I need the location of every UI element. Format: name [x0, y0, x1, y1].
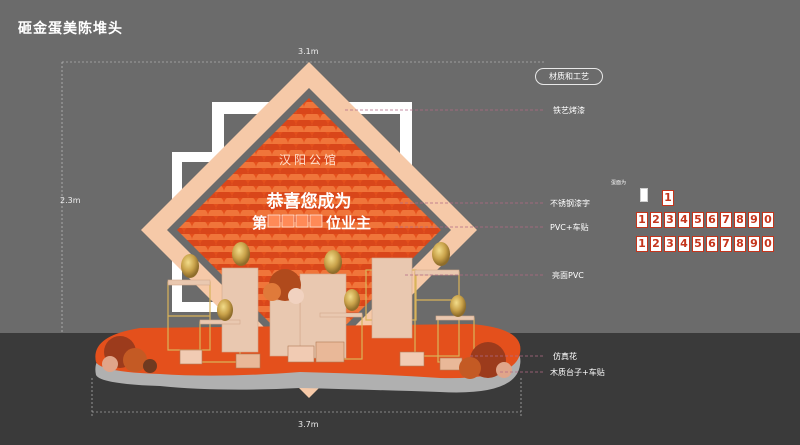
number-blank-boxes [267, 214, 323, 228]
dimension-lines [61, 61, 545, 418]
digit-row-1: 1 2 3 4 5 6 7 8 9 0 [636, 212, 774, 228]
dimension-height: 2.3m [60, 196, 81, 205]
digit-tile: 7 [720, 236, 732, 252]
digit-tile: 2 [650, 236, 662, 252]
golden-eggs [181, 242, 466, 321]
digit-tile: 9 [748, 212, 760, 228]
digit-tile: 3 [664, 236, 676, 252]
digit-tile: 5 [692, 212, 704, 228]
digit-tile: 3 [664, 212, 676, 228]
digit-tile: 4 [678, 236, 690, 252]
digit-tile: 7 [720, 212, 732, 228]
brand-name: 汉阳公馆 [278, 153, 339, 167]
annotation-stainless-letters: 不锈钢漆字 [550, 199, 590, 208]
digit-tile: 0 [762, 236, 774, 252]
digit-tile: 6 [706, 236, 718, 252]
annotation-leaders [345, 109, 545, 373]
annotation-pvc-sticker: PVC+车贴 [550, 223, 589, 232]
digit-sample-blank [640, 188, 648, 202]
sign-line-2-suffix: 位业主 [326, 214, 372, 232]
digit-tile: 2 [650, 212, 662, 228]
digit-row-2: 1 2 3 4 5 6 7 8 9 0 [636, 236, 774, 252]
digit-tile: 8 [734, 212, 746, 228]
dimension-bottom-width: 3.7m [298, 420, 319, 429]
annotation-iron-paint: 铁艺烤漆 [553, 106, 585, 115]
sign-line-2-prefix: 第 [252, 214, 268, 232]
digit-tile: 1 [636, 212, 648, 228]
annotation-wood-platform: 木质台子+车贴 [550, 368, 605, 377]
annotation-glossy-pvc: 亮面PVC [552, 271, 584, 280]
digit-tile: 9 [748, 236, 760, 252]
digit-tile: 0 [762, 212, 774, 228]
digit-tile: 6 [706, 212, 718, 228]
digit-sample-label: 蛋面为 [611, 180, 627, 186]
digit-tile: 8 [734, 236, 746, 252]
materials-header: 材质和工艺 [535, 68, 603, 85]
digit-tile: 4 [678, 212, 690, 228]
digit-sample-single: 1 [662, 190, 674, 206]
sign-line-1: 恭喜您成为 [266, 192, 352, 212]
page-title: 砸金蛋美陈堆头 [18, 21, 123, 37]
annotation-artificial-flowers: 仿真花 [553, 352, 577, 361]
digit-tile: 5 [692, 236, 704, 252]
gift-boxes [179, 341, 463, 371]
digit-tile: 1 [636, 236, 648, 252]
artificial-flowers [102, 269, 512, 379]
dimension-top-width: 3.1m [298, 47, 319, 56]
